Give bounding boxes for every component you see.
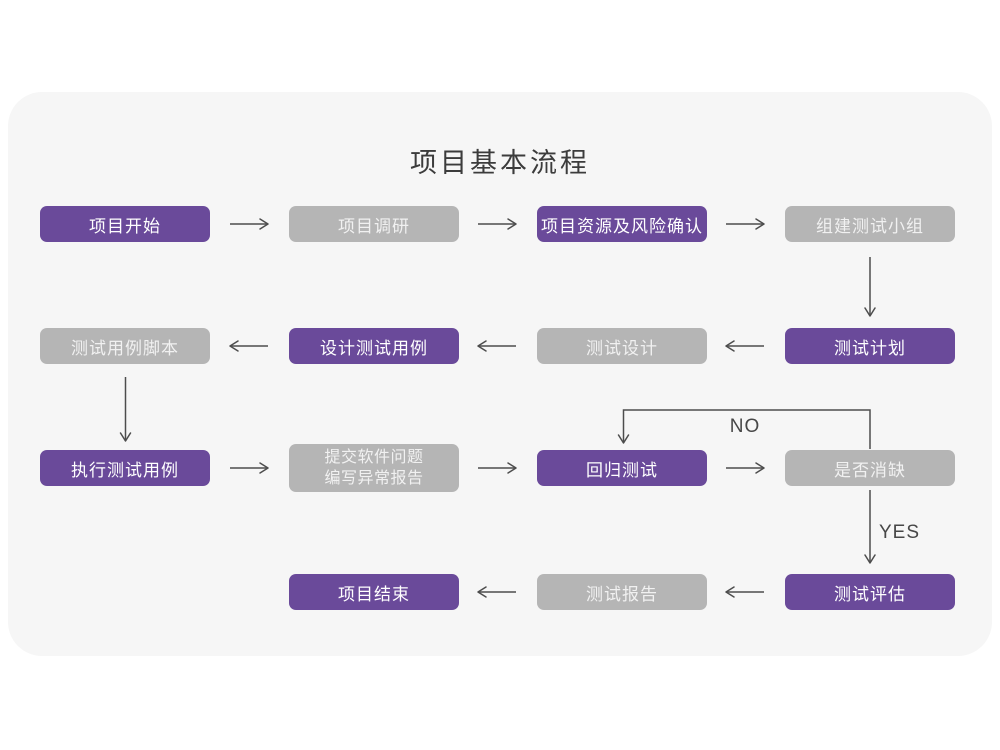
node-resources-and-risk: 项目资源及风险确认 bbox=[537, 206, 707, 242]
node-test-report: 测试报告 bbox=[537, 574, 707, 610]
node-project-start: 项目开始 bbox=[40, 206, 210, 242]
node-test-evaluation: 测试评估 bbox=[785, 574, 955, 610]
edge-label-no: NO bbox=[729, 416, 761, 437]
node-submit-issue-report: 提交软件问题 编写异常报告 bbox=[289, 444, 459, 492]
edge-label-yes: YES bbox=[879, 522, 921, 543]
node-execute-test-case: 执行测试用例 bbox=[40, 450, 210, 486]
node-defect-cleared: 是否消缺 bbox=[785, 450, 955, 486]
node-test-plan: 测试计划 bbox=[785, 328, 955, 364]
node-design-test-case: 设计测试用例 bbox=[289, 328, 459, 364]
node-test-design: 测试设计 bbox=[537, 328, 707, 364]
node-build-test-team: 组建测试小组 bbox=[785, 206, 955, 242]
page-title: 项目基本流程 bbox=[410, 148, 590, 178]
node-project-research: 项目调研 bbox=[289, 206, 459, 242]
node-regression-test: 回归测试 bbox=[537, 450, 707, 486]
flowchart-card bbox=[8, 92, 992, 656]
node-test-case-script: 测试用例脚本 bbox=[40, 328, 210, 364]
node-project-end: 项目结束 bbox=[289, 574, 459, 610]
